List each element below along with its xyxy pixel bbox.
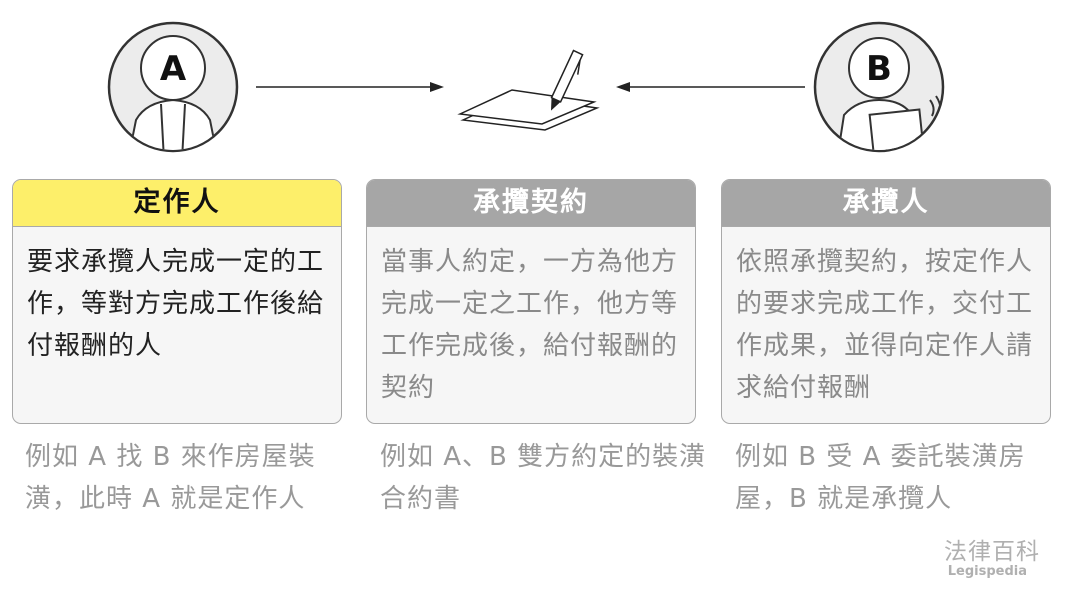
arrow-left-icon — [616, 82, 805, 92]
card-contract: 承攬契約 當事人約定，一方為他方完成一定之工作，他方等工作完成後，給付報酬的契約 — [366, 179, 696, 424]
logo-english: Legispedia — [947, 564, 1027, 579]
contract-pen-icon — [457, 49, 600, 131]
card-title: 承攬人 — [722, 180, 1050, 227]
card-contractor: 承攬人 依照承攬契約，按定作人的要求完成工作，交付工作成果，並得向定作人請求給付… — [721, 179, 1051, 424]
card-description: 當事人約定，一方為他方完成一定之工作，他方等工作完成後，給付報酬的契約 — [381, 247, 679, 403]
example-note-employer: 例如 A 找 B 來作房屋裝潢，此時 A 就是定作人 — [25, 442, 316, 514]
person-a-label: A — [160, 49, 187, 89]
card-title: 承攬契約 — [367, 180, 695, 227]
person-b-label: B — [866, 49, 892, 89]
person-b-icon: B — [813, 21, 945, 153]
example-note-contractor: 例如 B 受 A 委託裝潢房屋，B 就是承攬人 — [735, 442, 1026, 514]
example-note-contract: 例如 A、B 雙方約定的裝潢合約書 — [380, 442, 707, 514]
card-title: 定作人 — [13, 180, 341, 227]
card-employer: 定作人 要求承攬人完成一定的工作，等對方完成工作後給付報酬的人 — [12, 179, 342, 424]
arrow-right-icon — [256, 82, 444, 92]
person-a-icon: A — [107, 21, 239, 153]
card-description: 要求承攬人完成一定的工作，等對方完成工作後給付報酬的人 — [27, 247, 325, 361]
card-description: 依照承攬契約，按定作人的要求完成工作，交付工作成果，並得向定作人請求給付報酬 — [736, 247, 1034, 403]
logo-chinese: 法律百科 — [944, 539, 1040, 565]
